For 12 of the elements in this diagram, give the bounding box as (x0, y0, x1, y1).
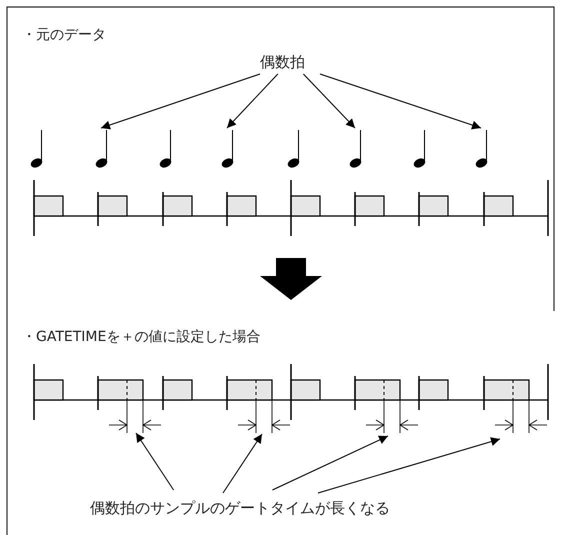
arrow (302, 74, 356, 128)
arrow (226, 74, 278, 128)
arrow (320, 74, 482, 130)
arrow (222, 434, 262, 494)
section-heading: ・元のデータ (22, 26, 106, 44)
section-heading: ・GATETIMEを＋の値に設定した場合 (22, 328, 260, 346)
annotation-text: 偶数拍のサンプルのゲートタイムが長くなる (90, 498, 391, 518)
arrow (272, 436, 388, 490)
arrow (318, 437, 500, 494)
arrow (100, 74, 260, 130)
arrow (136, 432, 174, 490)
annotation-text: 偶数拍 (260, 52, 306, 72)
